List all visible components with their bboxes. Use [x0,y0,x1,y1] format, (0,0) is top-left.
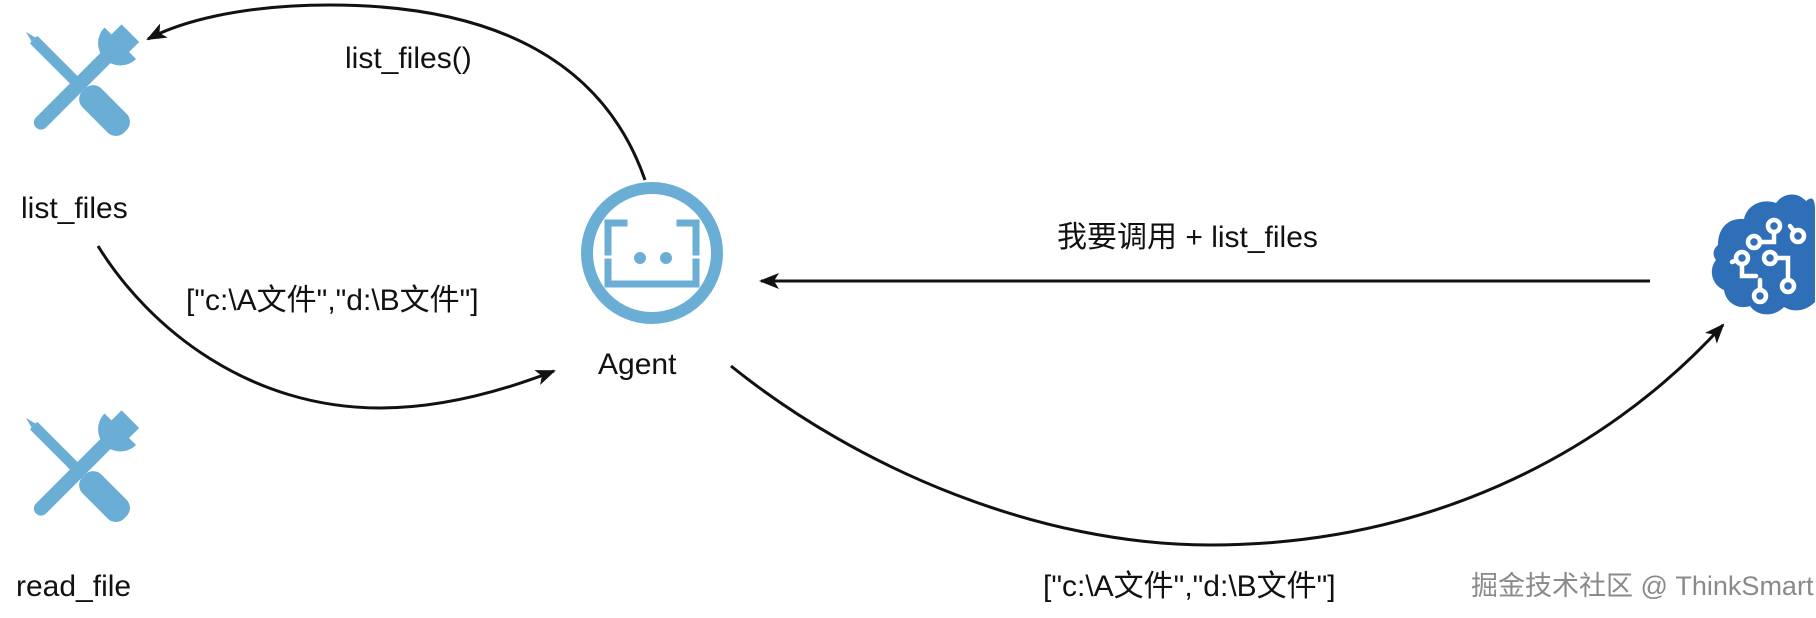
brain-circuit-icon [1711,194,1815,315]
agent-icon [581,182,723,324]
edge-label-llm-request: 我要调用 + list_files [1057,221,1318,254]
edge-label-tool-result: ["c:\A文件","d:\B文件"] [186,284,479,317]
read-file-tool-label: read_file [16,570,132,603]
arrow-agent-to-list-files [146,3,647,181]
edge-label-agent-result: ["c:\A文件","d:\B文件"] [1043,570,1336,603]
arrow-agent-to-llm [730,323,1725,547]
edge-label-list-files-call: list_files() [345,42,472,75]
arrow-list-files-to-agent [96,245,556,410]
read-file-tools-icon [16,403,147,530]
agent-label: Agent [598,348,677,381]
watermark: 掘金技术社区 @ ThinkSmart [1471,571,1814,601]
list-files-tool-label: list_files [21,192,128,225]
list-files-tools-icon [16,17,147,144]
